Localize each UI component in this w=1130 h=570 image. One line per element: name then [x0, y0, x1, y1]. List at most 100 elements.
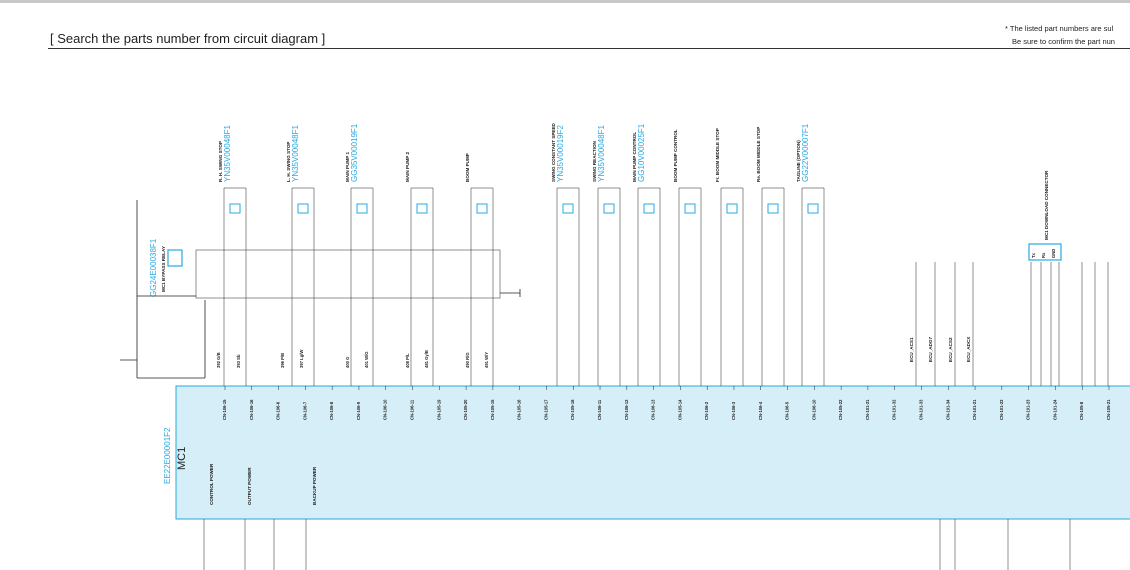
- solenoid-function-label: MAIN PUMP 2: [405, 152, 410, 182]
- coil-lead: [556, 187, 580, 250]
- wire-code: 408 P/L: [405, 353, 410, 368]
- disclaimer-line-2: Be sure to confirm the part nun: [1012, 37, 1115, 46]
- download-connector-symbol: [1028, 243, 1062, 261]
- coil-lead: [410, 187, 434, 250]
- connector-pin-label: CN-106-3: [731, 401, 736, 420]
- connector-pin-label: CN-105-17: [543, 399, 548, 420]
- solenoid-function-label: Fr. BOOM MIDDLE STOP: [715, 128, 720, 182]
- connector-pin-label: CN-101-23: [1026, 399, 1031, 420]
- solenoid-function-label: SWING CONSTANT SPEED: [551, 122, 556, 182]
- coil-lead: [291, 187, 315, 250]
- solenoid-function-label: BOOM PUMP CONTROL: [673, 129, 678, 182]
- connector-pin-label: CN-101-21: [972, 399, 977, 420]
- relay-label: MC1 BYPASS RELAY: [161, 246, 166, 292]
- solenoid-part-number[interactable]: YN35V00048F1: [291, 125, 300, 182]
- solenoid-function-label: SWING REACTION: [592, 140, 597, 182]
- connector-pin-label: CN-106-16: [249, 399, 254, 420]
- coil-icon: [476, 203, 488, 214]
- solenoid-part-number[interactable]: GG35V00019F1: [350, 123, 359, 182]
- coil-lead: [350, 187, 374, 250]
- relay-part-number[interactable]: GG24E00038F1: [149, 238, 158, 297]
- connector-pin-label: CN-105-8: [1079, 401, 1084, 420]
- controller-part-number[interactable]: EE22E00001F2: [163, 427, 172, 484]
- download-connector-label: MC1 DOWNLOAD CONNECTOR: [1044, 170, 1049, 240]
- solenoid-11: Re. BOOM MIDDLE STOP: [756, 127, 785, 386]
- header-divider: [48, 48, 1130, 49]
- connector-pin-tx: Tx: [1031, 252, 1036, 258]
- coil-icon: [807, 203, 819, 214]
- connector-pin-label: CN-105-19: [436, 399, 441, 420]
- connector-pin-rx: Rx: [1041, 252, 1046, 258]
- coil-icon: [297, 203, 309, 214]
- connector-pin-label: CN-106-13: [651, 399, 656, 420]
- solenoid-10: Fr. BOOM MIDDLE STOP: [715, 128, 744, 386]
- connector-pin-label: CN-106-15: [222, 399, 227, 420]
- connector-pin-label: CN-101-34: [945, 399, 950, 420]
- wire-code: 490 R/G: [465, 352, 470, 368]
- solenoid-12: TAGLINE (OPTION)GG22V00007F1: [796, 123, 825, 386]
- wire-code: 397 Lg/W: [299, 350, 304, 368]
- control-power-label: CONTROL POWER: [209, 463, 214, 505]
- solenoid-function-label: Re. BOOM MIDDLE STOP: [756, 127, 761, 182]
- controller-name: MC1: [176, 447, 188, 470]
- ecu-label-3: ECU_ACS2: [948, 337, 953, 362]
- coil-lead: [470, 187, 494, 250]
- ecu-label-1: ECU_ACS1: [909, 337, 914, 362]
- connector-pin-label: CN-106-11: [597, 399, 602, 420]
- solenoid-4: MAIN PUMP 2: [405, 152, 434, 386]
- solenoid-function-label: BOOM PUMP: [465, 153, 470, 182]
- output-power-label: OUTPUT POWER: [247, 467, 252, 505]
- connector-pin-label: CN-106-8: [329, 401, 334, 420]
- connector-pin-label: CN-106-9: [356, 401, 361, 420]
- solenoid-part-number[interactable]: YN35V00019F2: [556, 125, 565, 182]
- solenoid-function-label: MAIN PUMP CONTROL: [632, 132, 637, 182]
- connector-pin-label: CN-106-6: [276, 401, 281, 420]
- coil-lead: [637, 187, 661, 250]
- connector-pin-label: CN-101-32: [892, 399, 897, 420]
- coil-icon: [603, 203, 615, 214]
- coil-icon: [416, 203, 428, 214]
- disclaimer-line-1: * The listed part numbers are sul: [1005, 24, 1114, 33]
- coil-icon: [356, 203, 368, 214]
- solenoid-part-number[interactable]: GG10V00025F1: [637, 123, 646, 182]
- ecu-label-4: ECU_ADCX: [966, 336, 971, 362]
- wire-code: 491 W/Y: [484, 352, 489, 368]
- coil-icon: [229, 203, 241, 214]
- solenoid-part-number[interactable]: YN35V00048F1: [597, 125, 606, 182]
- connector-pin-label: CN-106-5: [785, 401, 790, 420]
- relay-box: [195, 249, 501, 299]
- connector-pin-label: CN-106-10: [811, 399, 816, 420]
- pin-label-group: CN-106-15 CN-106-16 CN-106-6 CN-106-7 CN-106…: [222, 386, 1111, 420]
- wire-code: 393 Sb: [236, 354, 241, 368]
- connector-pin-label: CN-105-20: [463, 399, 468, 420]
- coil-lead: [720, 187, 744, 250]
- connector-pin-label: CN-106-12: [624, 399, 629, 420]
- solenoid-function-label: MAIN PUMP 1: [345, 152, 350, 182]
- solenoid-5: BOOM PUMP: [465, 153, 494, 386]
- top-border: [0, 0, 1130, 3]
- connector-pin-label: CN-101-24: [1052, 399, 1057, 420]
- ecu-label-2: ECU_ADG7: [928, 337, 933, 362]
- connector-pin-label: CN-105-22: [838, 399, 843, 420]
- coil-icon: [726, 203, 738, 214]
- page-title: [ Search the parts number from circuit d…: [50, 31, 326, 46]
- connector-pin-label: CN-106-7: [302, 401, 307, 420]
- solenoid-9: BOOM PUMP CONTROL: [673, 129, 702, 386]
- wire-code: 392 G/B: [216, 352, 221, 368]
- connector-pin-label: CN-105-21: [1106, 399, 1111, 420]
- solenoid-function-label: TAGLINE (OPTION): [796, 140, 801, 182]
- connector-pin-label: CN-105-14: [677, 399, 682, 420]
- bypass-relay-symbol: [167, 249, 183, 267]
- connector-pin-gnd: GND: [1051, 249, 1056, 258]
- coil-icon: [643, 203, 655, 214]
- solenoid-part-number[interactable]: YN35V00048F1: [223, 125, 232, 182]
- wire-code: 400 G: [345, 357, 350, 368]
- solenoid-part-number[interactable]: GG22V00007F1: [801, 123, 810, 182]
